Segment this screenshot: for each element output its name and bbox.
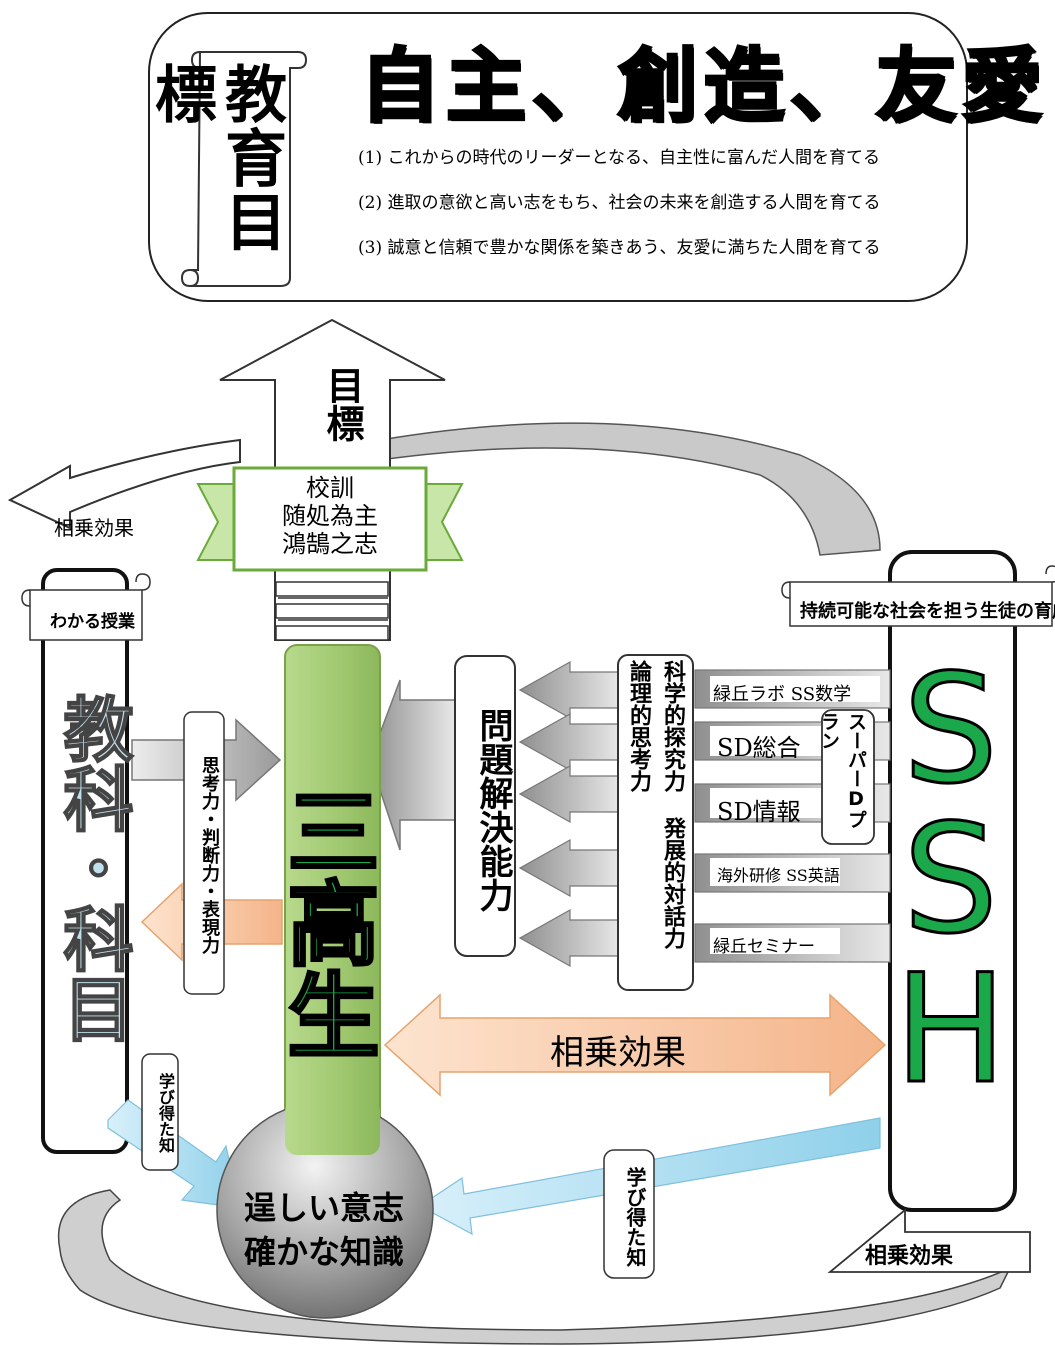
ssh-letter: H (893, 943, 1009, 1117)
synergy-label: 相乗効果 (54, 516, 134, 540)
student-pillar-label: 三高生 (271, 783, 381, 1062)
target-label: 目標 (320, 366, 364, 442)
goal-item: (2) 進取の意欲と高い志をもち、社会の未来を創造する人間を育てる (358, 193, 881, 213)
curved-arrow-icon (57, 1189, 1012, 1345)
ssh-pillar-label: S S H (893, 643, 1009, 1145)
program-label: SD総合 (717, 734, 801, 762)
program-label: SD情報 (717, 798, 801, 826)
ssh-letter: S (901, 643, 999, 817)
synergy-label: 相乗効果 (550, 1033, 686, 1073)
right-tag-label: 持続可能な社会を担う生徒の育成 (800, 601, 1055, 622)
thinking-skills-label: 思考力・判断力・表現力 (199, 756, 220, 954)
subjects-pillar-label: 教科・科目 (51, 692, 135, 1044)
school-motto-line: 随処為主 (282, 502, 378, 530)
learned-knowledge-label: 学び得た知 (156, 1073, 175, 1153)
goal-item: (1) これからの時代のリーダーとなる、自主性に富んだ人間を育てる (358, 148, 880, 168)
program-label: 緑丘セミナー (713, 937, 815, 957)
goal-item: (3) 誠意と信頼で豊かな関係を築きあう、友愛に満ちた人間を育てる (358, 238, 881, 258)
school-motto-heading: 自主、創造、友愛 (359, 39, 1048, 135)
sphere-label: 逞しい意志 確かな知識 (224, 1186, 424, 1274)
learned-knowledge-label: 学び得た知 (623, 1167, 647, 1267)
school-motto-line: 鴻鵠之志 (282, 530, 378, 558)
scroll-icon (180, 51, 308, 287)
left-tag-label: わかる授業 (50, 612, 135, 632)
program-label: 緑丘ラボ SS数学 (713, 684, 852, 705)
program-label: 海外研修 SS英語 (717, 866, 840, 885)
school-motto-ribbon: 校訓 随処為主 鴻鵠之志 (250, 474, 410, 558)
problem-solving-label: 問題解決能力 (473, 708, 513, 912)
sphere-line: 逞しい意志 (243, 1189, 404, 1227)
science-skills-label: 科学的探究力 発展的対話力 論理的思考力 (626, 660, 685, 949)
super-d-plan-label: スーパーDプラン (818, 712, 867, 829)
ssh-letter: S (901, 793, 999, 967)
synergy-label: 相乗効果 (865, 1244, 954, 1269)
sphere-line: 確かな知識 (243, 1233, 404, 1271)
curved-arrow-icon (7, 438, 241, 530)
curved-arrow-icon (379, 422, 881, 556)
school-motto-title: 校訓 (306, 474, 354, 502)
